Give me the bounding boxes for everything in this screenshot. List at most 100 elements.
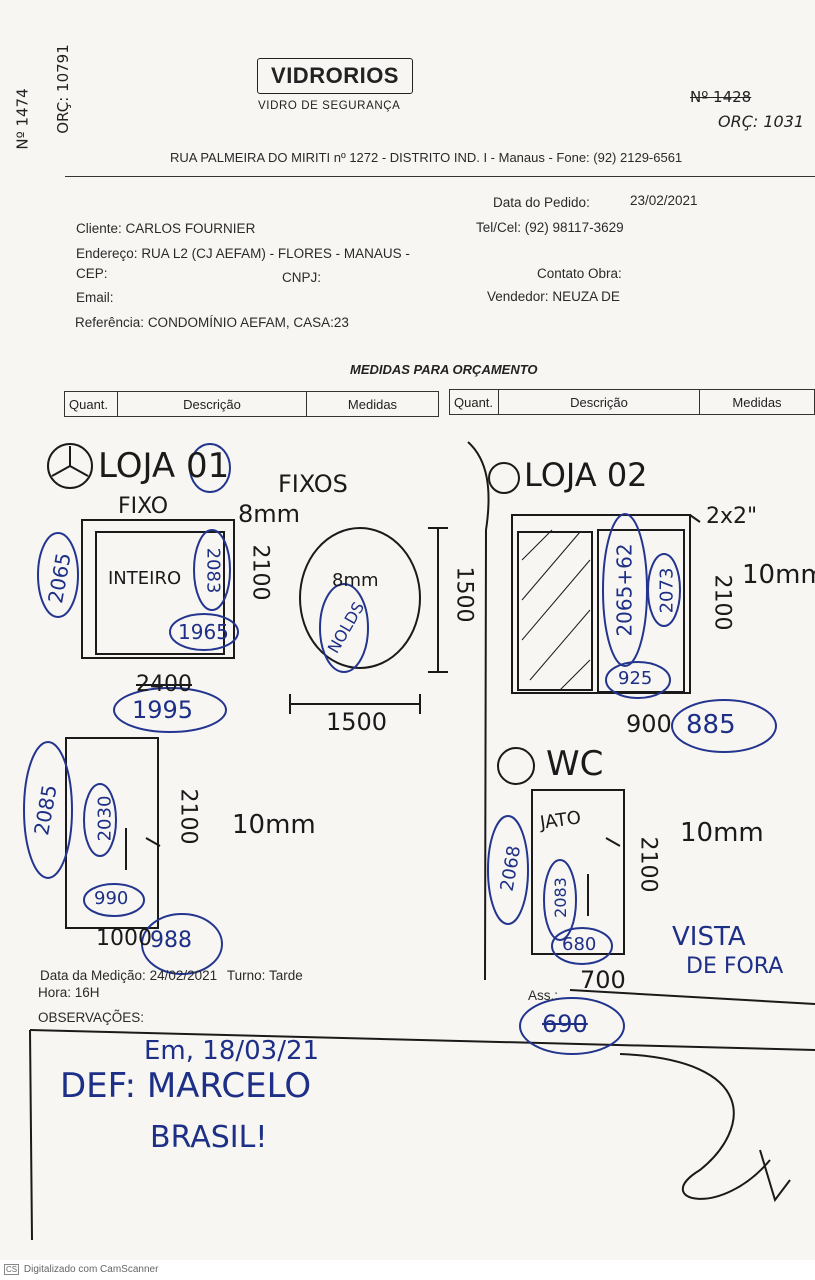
cliente-value: CARLOS FOURNIER bbox=[125, 221, 256, 236]
label-loja01: LOJA 01 bbox=[98, 446, 230, 486]
circle-nolds bbox=[319, 583, 369, 673]
camscanner-icon: CS bbox=[4, 1264, 20, 1275]
scanner-text: Digitalizado com CamScanner bbox=[23, 1264, 159, 1275]
endereco-label: Endereço: bbox=[76, 246, 138, 261]
label-fixos: FIXOS bbox=[278, 470, 348, 498]
company-address: RUA PALMEIRA DO MIRITI nº 1272 - DISTRIT… bbox=[170, 150, 683, 165]
circle-990 bbox=[83, 883, 145, 917]
turno-value: Tarde bbox=[268, 968, 303, 983]
label-loja02: LOJA 02 bbox=[524, 456, 648, 494]
circle-885 bbox=[671, 699, 777, 753]
dim-1965: 1965 bbox=[178, 620, 229, 644]
col-quant-left: Quant. bbox=[64, 391, 118, 417]
dim-990: 990 bbox=[94, 888, 129, 909]
scanner-footer: CS Digitalizado com CamScanner bbox=[0, 1260, 815, 1280]
label-10mm-c: 10mm bbox=[680, 818, 764, 848]
circle-680 bbox=[551, 927, 613, 965]
col-descricao-left: Descrição bbox=[117, 391, 307, 417]
circle-2073 bbox=[647, 553, 681, 627]
label-inteiro: INTEIRO bbox=[108, 568, 182, 589]
obs-date: Em, 18/03/21 bbox=[144, 1036, 320, 1066]
circle-988 bbox=[141, 913, 223, 975]
referencia-value: CONDOMÍNIO AEFAM, CASA:23 bbox=[147, 315, 349, 330]
label-vista: VISTA bbox=[672, 922, 746, 952]
vendedor-value: NEUZA DE bbox=[552, 289, 620, 304]
cliente-field: Cliente: CARLOS FOURNIER bbox=[76, 221, 255, 236]
dim-2x2 bbox=[610, 514, 701, 523]
referencia-label: Referência: bbox=[75, 315, 145, 330]
dim-1500-h: 1500 bbox=[326, 708, 388, 736]
data-pedido-value: 23/02/2021 bbox=[630, 193, 698, 208]
hora-label: Hora: bbox=[38, 985, 72, 1000]
circle-1965 bbox=[169, 613, 239, 651]
hora-value: 16H bbox=[74, 985, 100, 1000]
contato-obra-label: Contato Obra: bbox=[537, 266, 622, 281]
obs-def: DEF: MARCELO bbox=[60, 1066, 312, 1106]
hora-line: Hora: 16H bbox=[38, 985, 100, 1000]
tel-field: Tel/Cel: (92) 98117-3629 bbox=[476, 220, 624, 235]
observacoes-label: OBSERVAÇÕES: bbox=[38, 1010, 145, 1025]
cnpj-label: CNPJ: bbox=[282, 270, 322, 285]
dim-988: 988 bbox=[150, 928, 192, 953]
tel-label: Tel/Cel: bbox=[476, 220, 522, 235]
margin-note-right-orc: ORÇ: 1031 bbox=[718, 112, 805, 131]
wc-left-frame bbox=[65, 737, 159, 929]
vendedor-field: Vendedor: NEUZA DE bbox=[487, 289, 620, 304]
medicao-date: 24/02/2021 bbox=[149, 968, 218, 983]
company-logo: VIDRORIOS bbox=[257, 58, 413, 94]
dim-700: 700 bbox=[580, 966, 626, 994]
label-de-fora: DE FORA bbox=[686, 954, 784, 979]
dim-2083: 2083 bbox=[202, 547, 224, 594]
company-tagline: VIDRO DE SEGURANÇA bbox=[258, 100, 401, 112]
dim-line-vert bbox=[428, 527, 448, 673]
endereco-value: RUA L2 (CJ AEFAM) - FLORES - MANAUS - bbox=[141, 246, 410, 261]
col-medidas-left: Medidas bbox=[306, 391, 439, 417]
dim-2073: 2073 bbox=[656, 567, 678, 614]
circle-2068 bbox=[487, 815, 529, 925]
endereco-field: Endereço: RUA L2 (CJ AEFAM) - FLORES - M… bbox=[76, 246, 410, 261]
dim-2100-c: 2100 bbox=[175, 788, 201, 845]
sketch-divider bbox=[467, 441, 490, 981]
obs-left-line bbox=[29, 1029, 33, 1241]
fan-icon bbox=[497, 747, 535, 785]
dim-2100-d: 2100 bbox=[635, 836, 661, 893]
referencia-field: Referência: CONDOMÍNIO AEFAM, CASA:23 bbox=[75, 315, 349, 330]
tel-value: (92) 98117-3629 bbox=[524, 220, 624, 235]
wc-right-frame bbox=[531, 789, 625, 955]
circle-2030 bbox=[83, 783, 117, 857]
col-medidas-right: Medidas bbox=[699, 389, 815, 415]
circle-2083 bbox=[193, 529, 231, 611]
loja02-right-panel bbox=[597, 529, 685, 693]
ass-line bbox=[569, 989, 815, 1005]
loja01-frame-outer bbox=[81, 519, 235, 659]
vendedor-label: Vendedor: bbox=[487, 289, 549, 304]
dim-2083-b: 2083 bbox=[550, 877, 570, 918]
fan-blades bbox=[51, 446, 89, 477]
email-label: Email: bbox=[76, 290, 114, 305]
medicao-line: Data da Medição: 24/02/2021 Turno: Tarde bbox=[40, 968, 303, 983]
circle-2083b bbox=[543, 859, 577, 941]
medicao-label: Data da Medição: bbox=[40, 968, 146, 983]
label-8mm-round: 8mm bbox=[332, 570, 379, 591]
circle-690 bbox=[519, 997, 625, 1055]
dim-690: 690 bbox=[542, 1010, 588, 1038]
fan-icon bbox=[488, 462, 520, 494]
dim-885: 885 bbox=[686, 710, 736, 740]
dim-2030: 2030 bbox=[94, 795, 116, 842]
dim-900: 900 bbox=[626, 710, 672, 738]
dim-2100-a: 2100 bbox=[247, 544, 273, 601]
obs-brasil: BRASIL! bbox=[150, 1120, 268, 1155]
dim-1000: 1000 bbox=[96, 926, 152, 951]
data-pedido-label: Data do Pedido: bbox=[493, 195, 590, 210]
dim-1500-v: 1500 bbox=[451, 566, 477, 623]
dim-1995: 1995 bbox=[132, 696, 194, 724]
dim-925: 925 bbox=[618, 668, 653, 689]
dim-2400: 2400 bbox=[136, 672, 192, 697]
circle-loja01 bbox=[189, 443, 231, 493]
label-10mm-b: 10mm bbox=[232, 810, 316, 840]
address-divider bbox=[65, 176, 815, 177]
round-glass bbox=[299, 527, 421, 669]
label-10mm-a: 10mm bbox=[742, 560, 815, 590]
